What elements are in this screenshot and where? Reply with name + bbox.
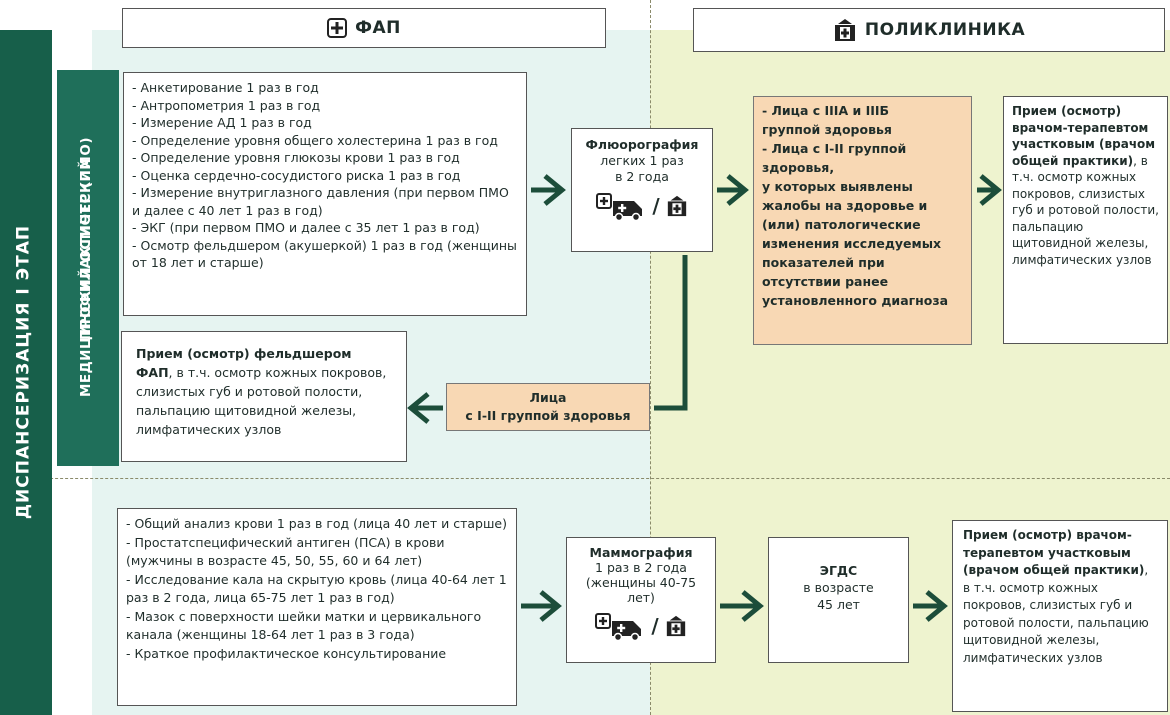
fap-header: ФАП — [122, 8, 606, 48]
arrowhead — [979, 174, 1002, 206]
list-item: - Оценка сердечно-сосудистого риска 1 ра… — [132, 167, 461, 183]
stage-sidebar: ДИСПАНСЕРИЗАЦИЯ I ЭТАП — [0, 30, 52, 715]
egds-line1: в возрасте — [803, 580, 874, 595]
egds-line2: 45 лет — [817, 597, 860, 612]
arrowhead — [539, 590, 562, 622]
arrowhead — [407, 392, 430, 424]
list-item: - Определение уровня общего холестерина … — [132, 132, 498, 148]
clinic-header-label: ПОЛИКЛИНИКА — [864, 20, 1026, 40]
groups-line: (или) патологические — [762, 217, 921, 232]
icon-separator: / — [652, 194, 660, 218]
arrowhead — [925, 590, 948, 622]
groups-line: здоровья, — [762, 160, 835, 175]
groups-line: группой здоровья — [762, 122, 892, 137]
mammography-title: Маммография — [589, 545, 693, 560]
fluorography-line2: в 2 года — [615, 169, 669, 184]
mammography-line1: 1 раз в 2 года — [595, 560, 687, 575]
arrowhead — [741, 590, 764, 622]
list-item: - ЭКГ (при первом ПМО и далее с 35 лет 1… — [132, 220, 480, 235]
dispanserization-list: - Общий анализ крови 1 раз в год (лица 4… — [126, 515, 508, 663]
pmo-list-box: - Анкетирование 1 раз в год - Антропометр… — [123, 72, 527, 316]
ambulance-icon — [596, 193, 643, 221]
therapist-exam-box: Прием (осмотр) врачом-терапевтом участко… — [1003, 96, 1168, 344]
clinic-header: ПОЛИКЛИНИКА — [693, 8, 1165, 52]
hospital-icon — [834, 19, 855, 41]
list-item: - Измерение АД 1 раз в год — [132, 115, 312, 130]
feldsher-exam-box: Прием (осмотр) фельдшером ФАП, в т.ч. ос… — [121, 331, 407, 462]
groups-line: показателей при — [762, 255, 885, 270]
mammography-box: Маммография 1 раз в 2 года (женщины 40-7… — [566, 537, 716, 663]
egds-box: ЭГДС в возрасте 45 лет — [768, 537, 909, 663]
list-item: - Общий анализ крови 1 раз в год (лица 4… — [126, 516, 507, 531]
list-item: - Краткое профилактическое консультирова… — [126, 645, 447, 661]
pmo-list: - Анкетирование 1 раз в год - Антропометр… — [132, 79, 518, 272]
healthy-group-box: Лица с I-II группой здоровья — [446, 383, 650, 431]
list-item: - Исследование кала на скрытую кровь (ли… — [126, 571, 507, 606]
dispanserization-list-box: - Общий анализ крови 1 раз в год (лица 4… — [117, 508, 517, 706]
list-item: - Осмотр фельдшером (акушеркой) 1 раз в … — [132, 237, 517, 271]
hospital-icon — [667, 195, 686, 217]
arrowhead — [726, 174, 749, 206]
groups-line: у которых выявлены — [762, 179, 913, 194]
arrow-fluoro-down — [654, 255, 688, 411]
fluorography-box: Флюорография легких 1 раз в 2 года / — [571, 128, 713, 252]
healthy-group-line1: Лица — [529, 390, 567, 405]
list-item: - Определение уровня глюкозы крови 1 раз… — [132, 150, 460, 165]
feldsher-title: Прием (осмотр) фельдшером ФАП — [136, 346, 352, 380]
ambulance-icon — [595, 613, 642, 641]
list-item: - Мазок с поверхности шейки матки и церв… — [126, 608, 482, 643]
fap-header-label: ФАП — [355, 18, 401, 38]
icon-separator: / — [651, 613, 659, 638]
list-item: - Анкетирование 1 раз в год — [132, 80, 319, 95]
groups-line: - Лица с I-II группой — [762, 141, 907, 156]
groups-line: изменения исследуемых — [762, 236, 942, 251]
location-icons: / — [580, 191, 704, 221]
list-item: - Антропометрия 1 раз в год — [132, 97, 321, 113]
pmo-sidebar: ПРОФИЛАКТИЧЕСКИЙ МЕДИЦИНСКИЙ ОСМОТР (ПМО… — [57, 70, 119, 466]
therapist-exam-box-bottom: Прием (осмотр) врачом-терапевтом участко… — [952, 520, 1168, 712]
therapist-details: , в т.ч. осмотр кожных покровов, слизист… — [1012, 153, 1159, 267]
list-item: - Простатспецифический антиген (ПСА) в к… — [126, 534, 445, 569]
health-groups-box: - Лица с IIIА и IIIБ группой здоровья - … — [753, 96, 972, 345]
horizontal-divider — [0, 478, 1170, 479]
groups-line: - Лица с IIIА и IIIБ — [762, 103, 890, 118]
vertical-divider — [650, 0, 651, 715]
healthy-group-line2: с I-II группой здоровья — [465, 408, 631, 423]
groups-line: установленного диагноза — [762, 293, 949, 308]
therapist-title: Прием (осмотр) врачом-терапевтом участко… — [1012, 104, 1156, 168]
feldsher-details: , в т.ч. осмотр кожных покровов, слизист… — [136, 365, 387, 437]
therapist-details: , в т.ч. осмотр кожных покровов, слизист… — [963, 563, 1149, 665]
hospital-icon — [666, 615, 685, 637]
egds-title: ЭГДС — [819, 563, 858, 578]
arrowhead — [543, 174, 566, 206]
first-aid-icon — [327, 18, 348, 38]
therapist-title: Прием (осмотр) врачом-терапевтом участко… — [963, 528, 1145, 577]
fluorography-title: Флюорография — [585, 137, 699, 152]
list-item: - Измерение внутриглазного давления (при… — [132, 185, 509, 218]
fluorography-line1: легких 1 раз — [600, 153, 684, 168]
groups-line: жалобы на здоровье и — [762, 198, 928, 213]
mammography-line2: (женщины 40-75 лет) — [585, 575, 697, 605]
location-icons: / — [575, 611, 707, 641]
groups-line: отсутствии ранее — [762, 274, 889, 289]
